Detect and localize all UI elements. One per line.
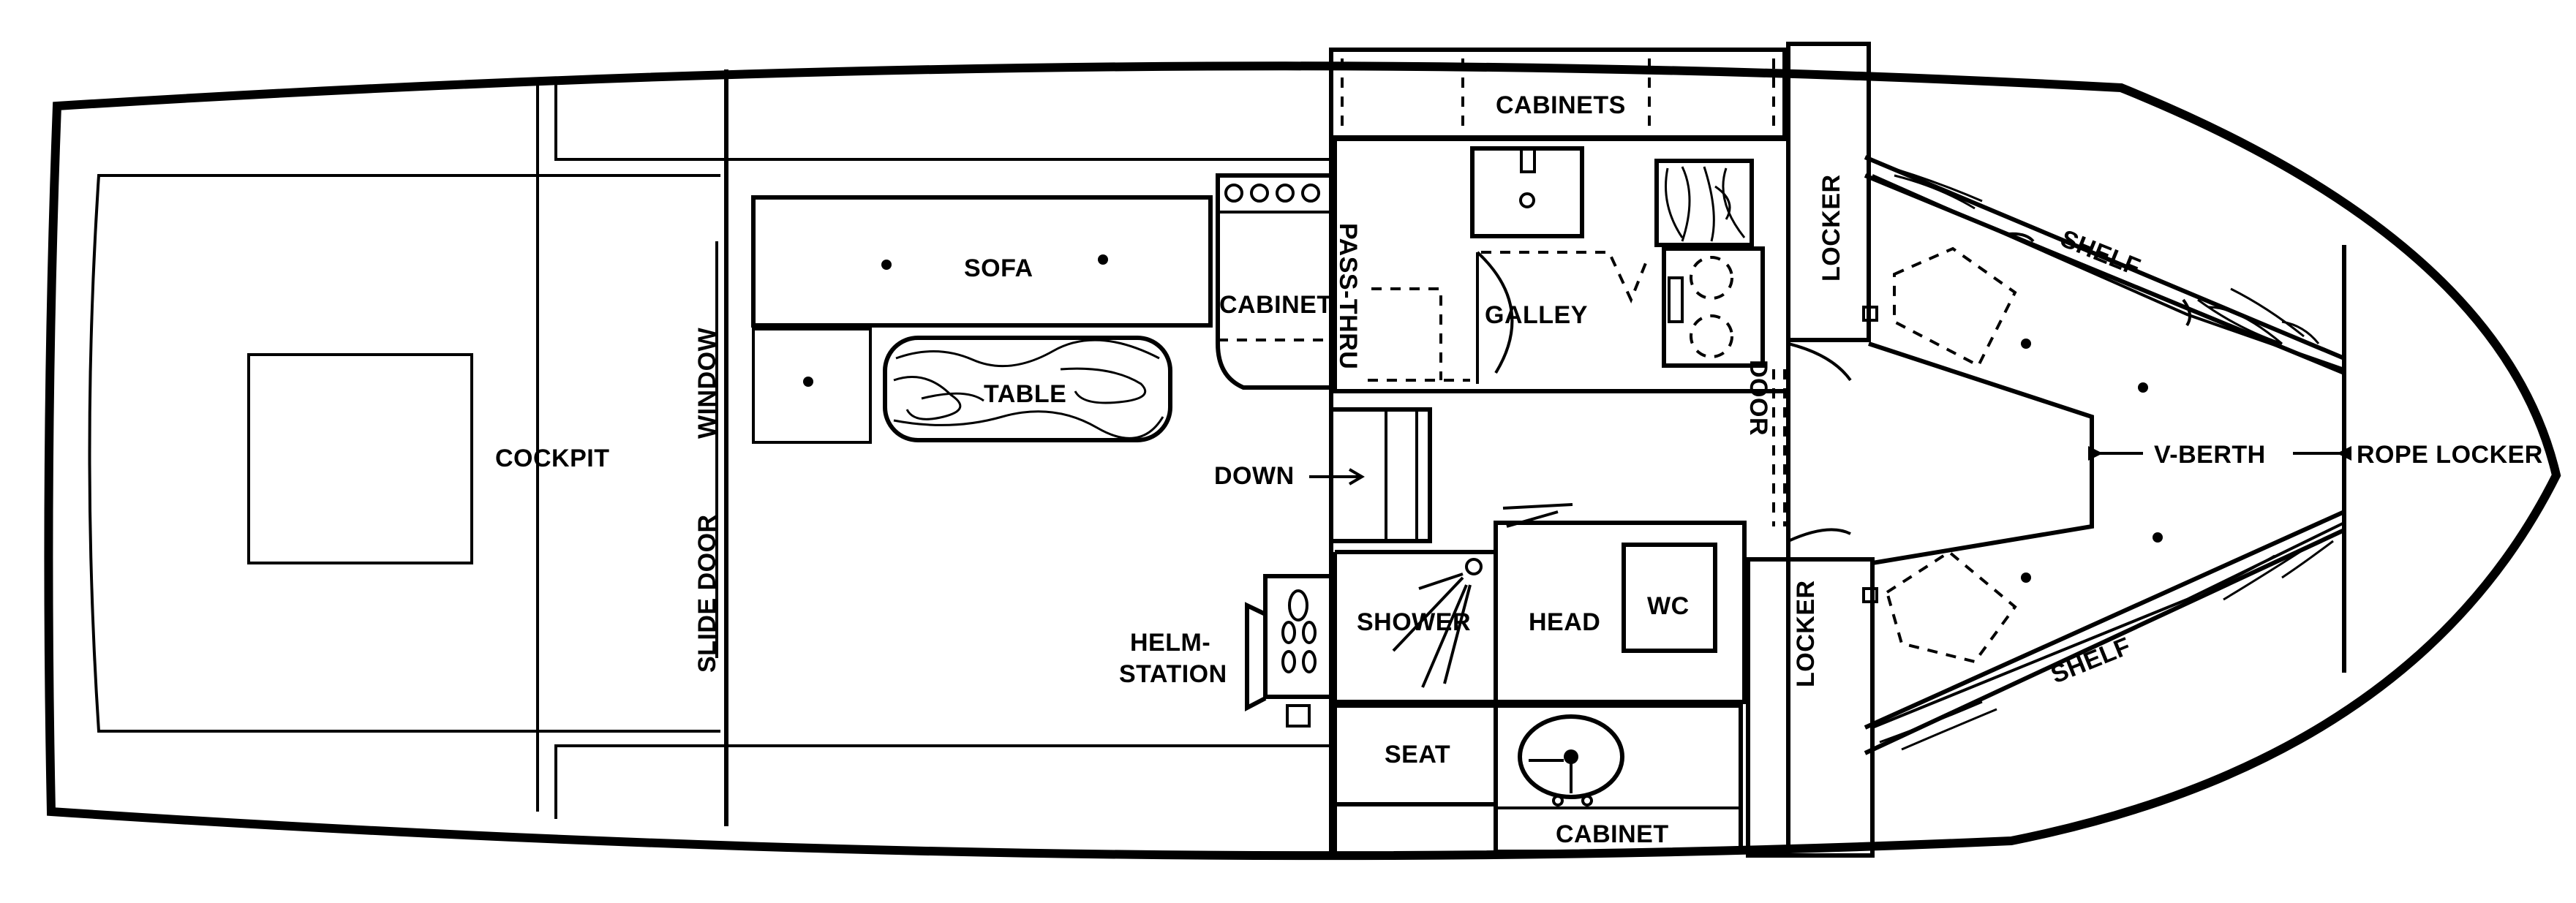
side-deck-bottom-inner [554,744,1331,819]
head-label: HEAD [1529,608,1600,636]
locker-forward-top [1786,42,1871,342]
table [883,336,1172,442]
side-deck-top-inner [554,84,1331,161]
head-sink [1518,714,1624,799]
wc [1622,543,1717,653]
v-berth-door [1772,369,1786,526]
v-berth-label: V-BERTH [2154,441,2266,469]
shower-head-icon [1465,558,1483,575]
stairs [1331,407,1432,543]
down-label: DOWN [1214,462,1295,490]
galley-sink [1470,146,1584,238]
stair-treads [1385,408,1418,543]
cabinet-galley-label: CABINET [1219,291,1333,319]
cabinets-top [1329,48,1787,140]
cockpit-deck [88,174,720,733]
galley-cabinet [1216,173,1333,390]
seat-label: SEAT [1385,741,1450,768]
galley-counter-board [1654,159,1754,247]
v-berth-lower-cushion [1885,550,2017,664]
head [1494,521,1747,704]
galley-label: GALLEY [1485,301,1588,329]
hull-outline [44,61,2561,861]
down-arrow [1309,468,1365,485]
locker-forward-bottom [1746,557,1875,858]
cockpit-label: COCKPIT [495,445,610,472]
galley-stove [1662,246,1765,368]
locker-bottom-label: LOCKER [1792,580,1820,687]
v-berth [1868,341,2094,565]
helm-station-label-1: HELM- [1130,629,1210,657]
helm-wheel-icon [1245,602,1267,711]
door-label: DOOR [1744,360,1772,436]
table-label: TABLE [984,380,1066,408]
sofa-label: SOFA [964,254,1033,282]
helm-station-label-2: STATION [1119,660,1227,688]
pass-thru-label: PASS-THRU [1334,223,1362,369]
wc-label: WC [1647,592,1690,620]
cabinet-head-label: CABINET [1556,820,1669,848]
window-label: WINDOW [693,327,721,439]
cabinets-label: CABINETS [1496,91,1626,119]
locker-top-label: LOCKER [1818,174,1845,282]
sofa-end [752,328,872,444]
helm-console [1263,574,1333,699]
slide-door-label: SLIDE DOOR [693,514,721,673]
cockpit-hatch [247,353,473,564]
rope-locker-label: ROPE LOCKER [2357,441,2543,469]
sofa [751,195,1213,328]
v-berth-upper-cushion [1893,246,2017,368]
shower-label: SHOWER [1357,608,1471,636]
